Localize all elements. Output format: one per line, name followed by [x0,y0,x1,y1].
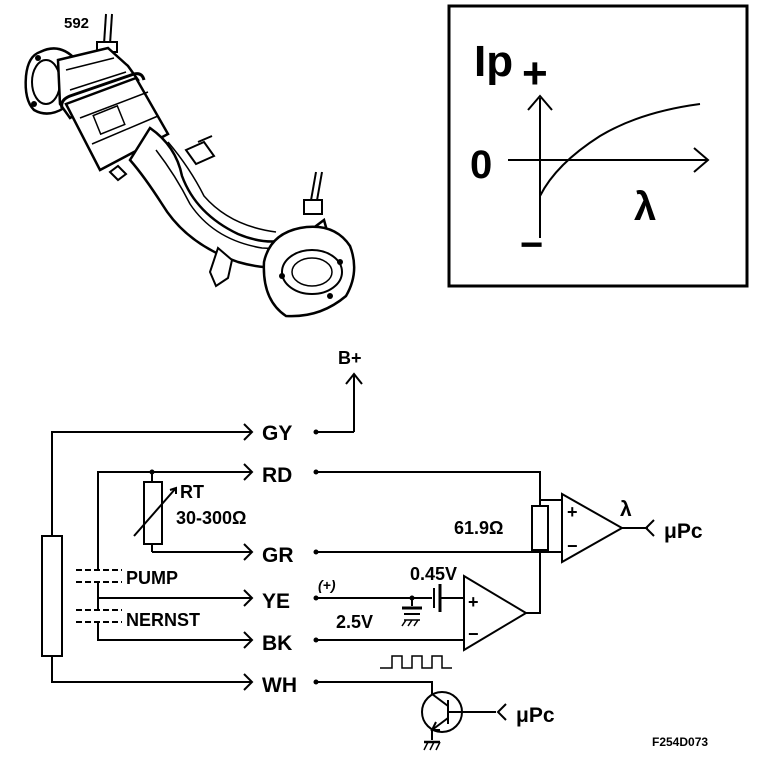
heater-name: RT [180,482,204,502]
graph-zero-label: 0 [470,143,492,187]
supply-label: B+ [338,348,362,368]
wire-wh: WH [262,674,297,697]
lower-amp-plus: + [468,592,479,612]
sensor-schematic: B+ GY RD RT 30-300Ω GR [41,348,708,751]
upper-amp-plus: + [567,502,578,522]
graph-y-arrow [527,94,553,111]
shunt-resistor [531,505,549,551]
shunt-value: 61.9Ω [454,518,503,538]
lower-amplifier [463,574,528,652]
part-number: 592 [64,15,89,32]
figure-code: F254D073 [652,735,708,749]
wire-gr: GR [262,544,294,567]
graph-minus-label: − [520,223,543,267]
upper-amp-lambda: λ [620,498,632,521]
sensor-connector [41,535,63,657]
wire-gy: GY [262,422,292,445]
graph-xlabel: λ [634,185,656,229]
mcu-label-upper: μPc [664,520,703,543]
pump-label: PUMP [126,568,178,588]
polarity-mark: (+) [318,577,336,593]
graph-curve [539,103,701,197]
graph-ylabel: Ip [474,37,513,86]
lower-amp-minus: − [468,624,479,644]
nernst-cell-symbol [76,609,122,623]
graph-ylabel-sign: + [522,49,548,98]
upper-amp-minus: − [567,536,578,556]
nernst-label: NERNST [126,610,200,630]
wire-rd: RD [262,464,292,487]
wire-bk: BK [262,632,292,655]
pump-cell-symbol [76,564,122,583]
pwm-waveform [380,655,452,669]
bias-voltage: 0.45V [410,564,457,584]
wire-ye: YE [262,590,290,613]
heater-range: 30-300Ω [176,508,246,528]
catalytic-converter-illustration: 592 [24,13,356,318]
mcu-label-lower: μPc [516,704,555,727]
pump-current-graph: Ip + 0 − λ [447,4,749,288]
graph-frame [447,4,749,288]
upper-amplifier [561,492,625,564]
graph-x-arrow [693,147,710,173]
reference-voltage: 2.5V [336,612,373,632]
